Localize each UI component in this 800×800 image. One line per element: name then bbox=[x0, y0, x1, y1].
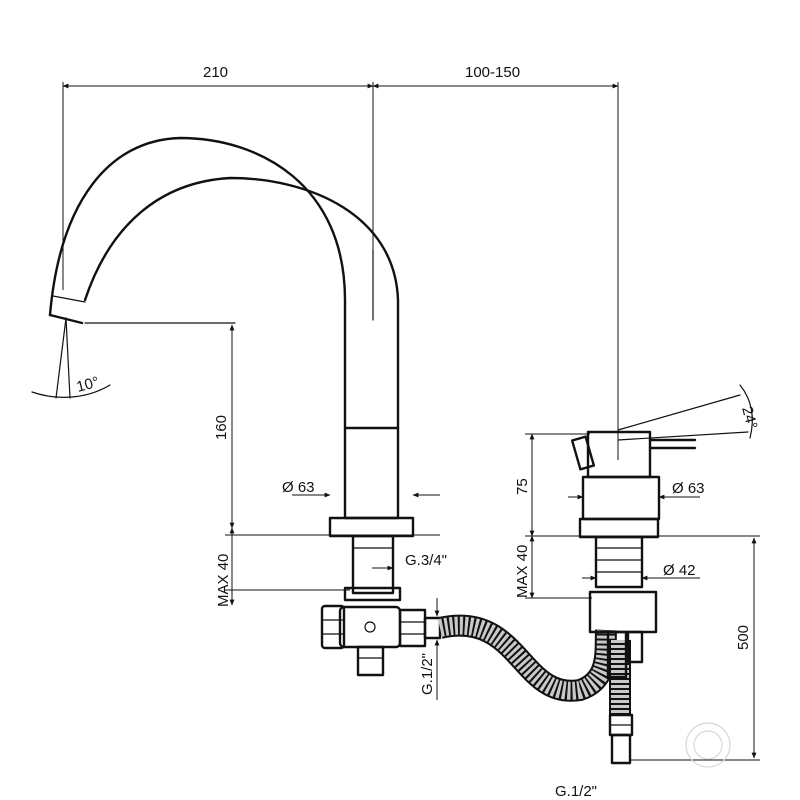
thread-supply-label: G.1/2" bbox=[419, 653, 436, 695]
hose-length-label: 500 bbox=[735, 625, 752, 650]
max-thickness-left-label: MAX 40 bbox=[215, 554, 232, 607]
spout-angle-label: 10° bbox=[75, 374, 101, 396]
height-spout-label: 160 bbox=[213, 415, 230, 440]
braided-hose bbox=[437, 614, 631, 715]
spout bbox=[31, 136, 400, 430]
spout-base bbox=[328, 426, 415, 602]
mixer-diameter-label: Ø 63 bbox=[672, 480, 705, 497]
spout-diameter-label: Ø 63 bbox=[282, 479, 315, 496]
top-dimension-lines bbox=[62, 82, 619, 460]
lever-angle-label: 24° bbox=[738, 405, 760, 431]
left-dimension-lines bbox=[225, 324, 440, 606]
width-spout-label: 210 bbox=[203, 64, 228, 81]
valve-assembly bbox=[320, 598, 442, 700]
hole-diameter-label: Ø 42 bbox=[663, 562, 696, 579]
thread-bottom-label: G.1/2" bbox=[555, 783, 597, 800]
watermark-logo bbox=[685, 722, 731, 768]
distance-holes-label: 100-150 bbox=[465, 64, 520, 81]
mixer-height-label: 75 bbox=[514, 478, 531, 495]
right-dimension-lines bbox=[525, 433, 760, 761]
mixer-body bbox=[570, 384, 753, 765]
thread-left-label: G.3/4" bbox=[405, 552, 447, 569]
max-thickness-right-label: MAX 40 bbox=[514, 545, 531, 598]
